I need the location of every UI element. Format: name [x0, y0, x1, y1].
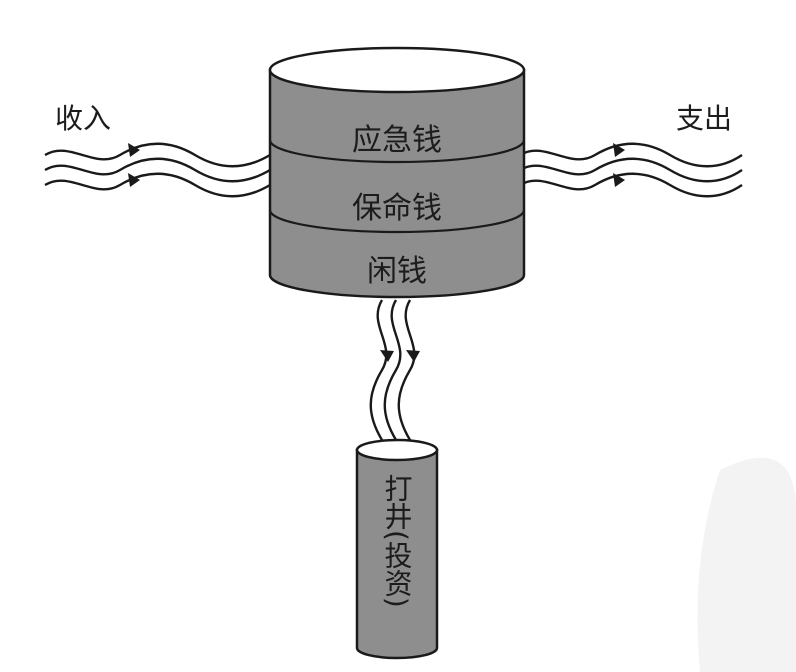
- income-arrowheads: [128, 143, 140, 187]
- investment-flow-lines: [369, 299, 416, 441]
- investment-well: 打井(投资): [355, 438, 439, 660]
- tank-layer-divider-2: [268, 209, 526, 234]
- tank-body: [268, 68, 526, 299]
- tank-layer-label-emergency: 应急钱: [352, 123, 442, 158]
- income-label: 收入: [55, 102, 111, 135]
- tank-layer-label-lifesaving: 保命钱: [352, 191, 442, 226]
- tank-layer-label-idle: 闲钱: [367, 254, 427, 289]
- investment-arrowheads: [380, 350, 420, 362]
- well-top: [355, 438, 439, 462]
- money-tank: 应急钱 保命钱 闲钱: [268, 46, 526, 299]
- tank-layer-divider-1: [268, 139, 526, 164]
- well-body: [355, 448, 439, 660]
- expense-label: 支出: [676, 102, 732, 135]
- expense-flow-lines: [519, 142, 743, 198]
- well-label: 打井(投资): [381, 474, 414, 608]
- tank-top: [268, 46, 526, 94]
- expense-arrowheads: [613, 143, 625, 187]
- income-flow-lines: [44, 142, 271, 198]
- watermark-decoration: [697, 457, 796, 672]
